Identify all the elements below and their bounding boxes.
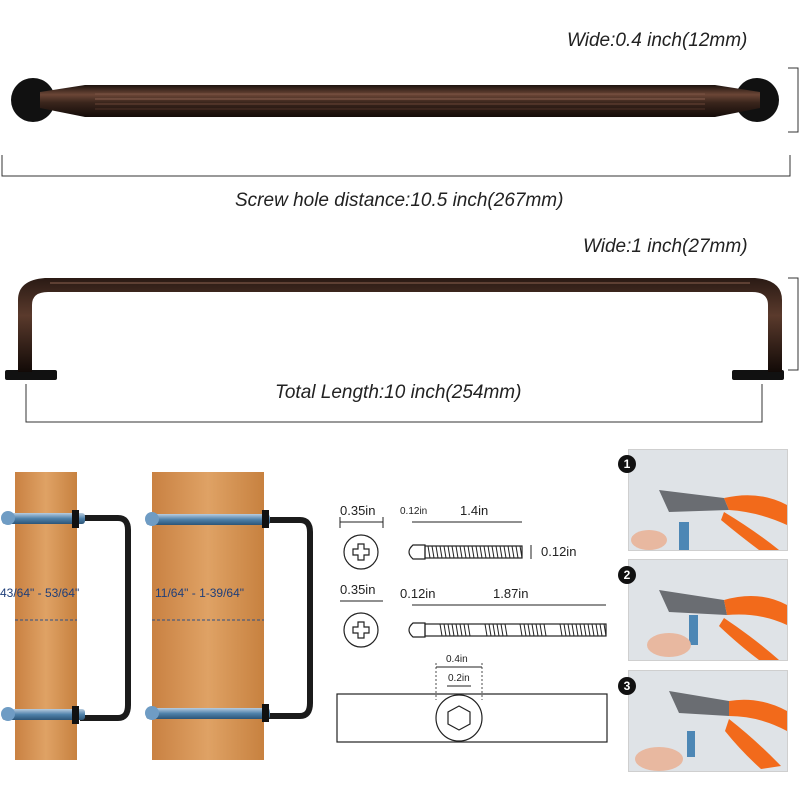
install-diagram-2 (145, 472, 313, 760)
screw-2-threads (439, 623, 607, 637)
step-2-photo (628, 559, 788, 661)
hex-outer-dia: 0.4in (446, 654, 468, 665)
screw-1-thread-dia: 0.12in (541, 544, 577, 559)
install-diagram-1 (1, 472, 131, 760)
top-handle (11, 78, 779, 122)
pliers-icon (635, 691, 787, 771)
screw-2-head-dia: 0.35in (340, 582, 376, 597)
step-1-badge: 1 (618, 455, 636, 473)
screw-1-length: 1.4in (460, 503, 489, 518)
step-2-badge: 2 (618, 566, 636, 584)
total-length-label: Total Length:10 inch(254mm) (275, 382, 522, 403)
door-thickness-2-label: 11/64" - 1-39/64" (155, 586, 245, 600)
screw-1-head-dia: 0.35in (340, 503, 376, 518)
screw-distance-label: Screw hole distance:10.5 inch(267mm) (235, 190, 564, 211)
screw-2-head-len: 0.12in (400, 586, 436, 601)
screw-2-length: 1.87in (493, 586, 529, 601)
hex-inner-dia: 0.2in (448, 673, 470, 684)
screw-distance-bracket (1, 155, 791, 177)
top-width-label: Wide:0.4 inch(12mm) (567, 30, 748, 51)
screw-1-drawing (339, 517, 532, 570)
door-thickness-1-label: 43/64" - 53/64" (0, 586, 80, 600)
screw-1-threads (427, 545, 523, 559)
step-3-photo (628, 670, 788, 772)
side-handle (5, 278, 784, 380)
step-3-badge: 3 (618, 677, 636, 695)
screw-1-head-len: 0.12in (400, 506, 428, 517)
screw-2-drawing (340, 600, 607, 648)
pliers-icon (647, 590, 787, 660)
pliers-icon (631, 490, 787, 550)
hex-socket-drawing (336, 663, 608, 743)
step-1-photo (628, 449, 788, 551)
top-width-bracket (788, 67, 799, 133)
side-width-bracket (788, 277, 799, 371)
side-width-label: Wide:1 inch(27mm) (583, 236, 748, 257)
total-length-bracket (25, 384, 763, 423)
